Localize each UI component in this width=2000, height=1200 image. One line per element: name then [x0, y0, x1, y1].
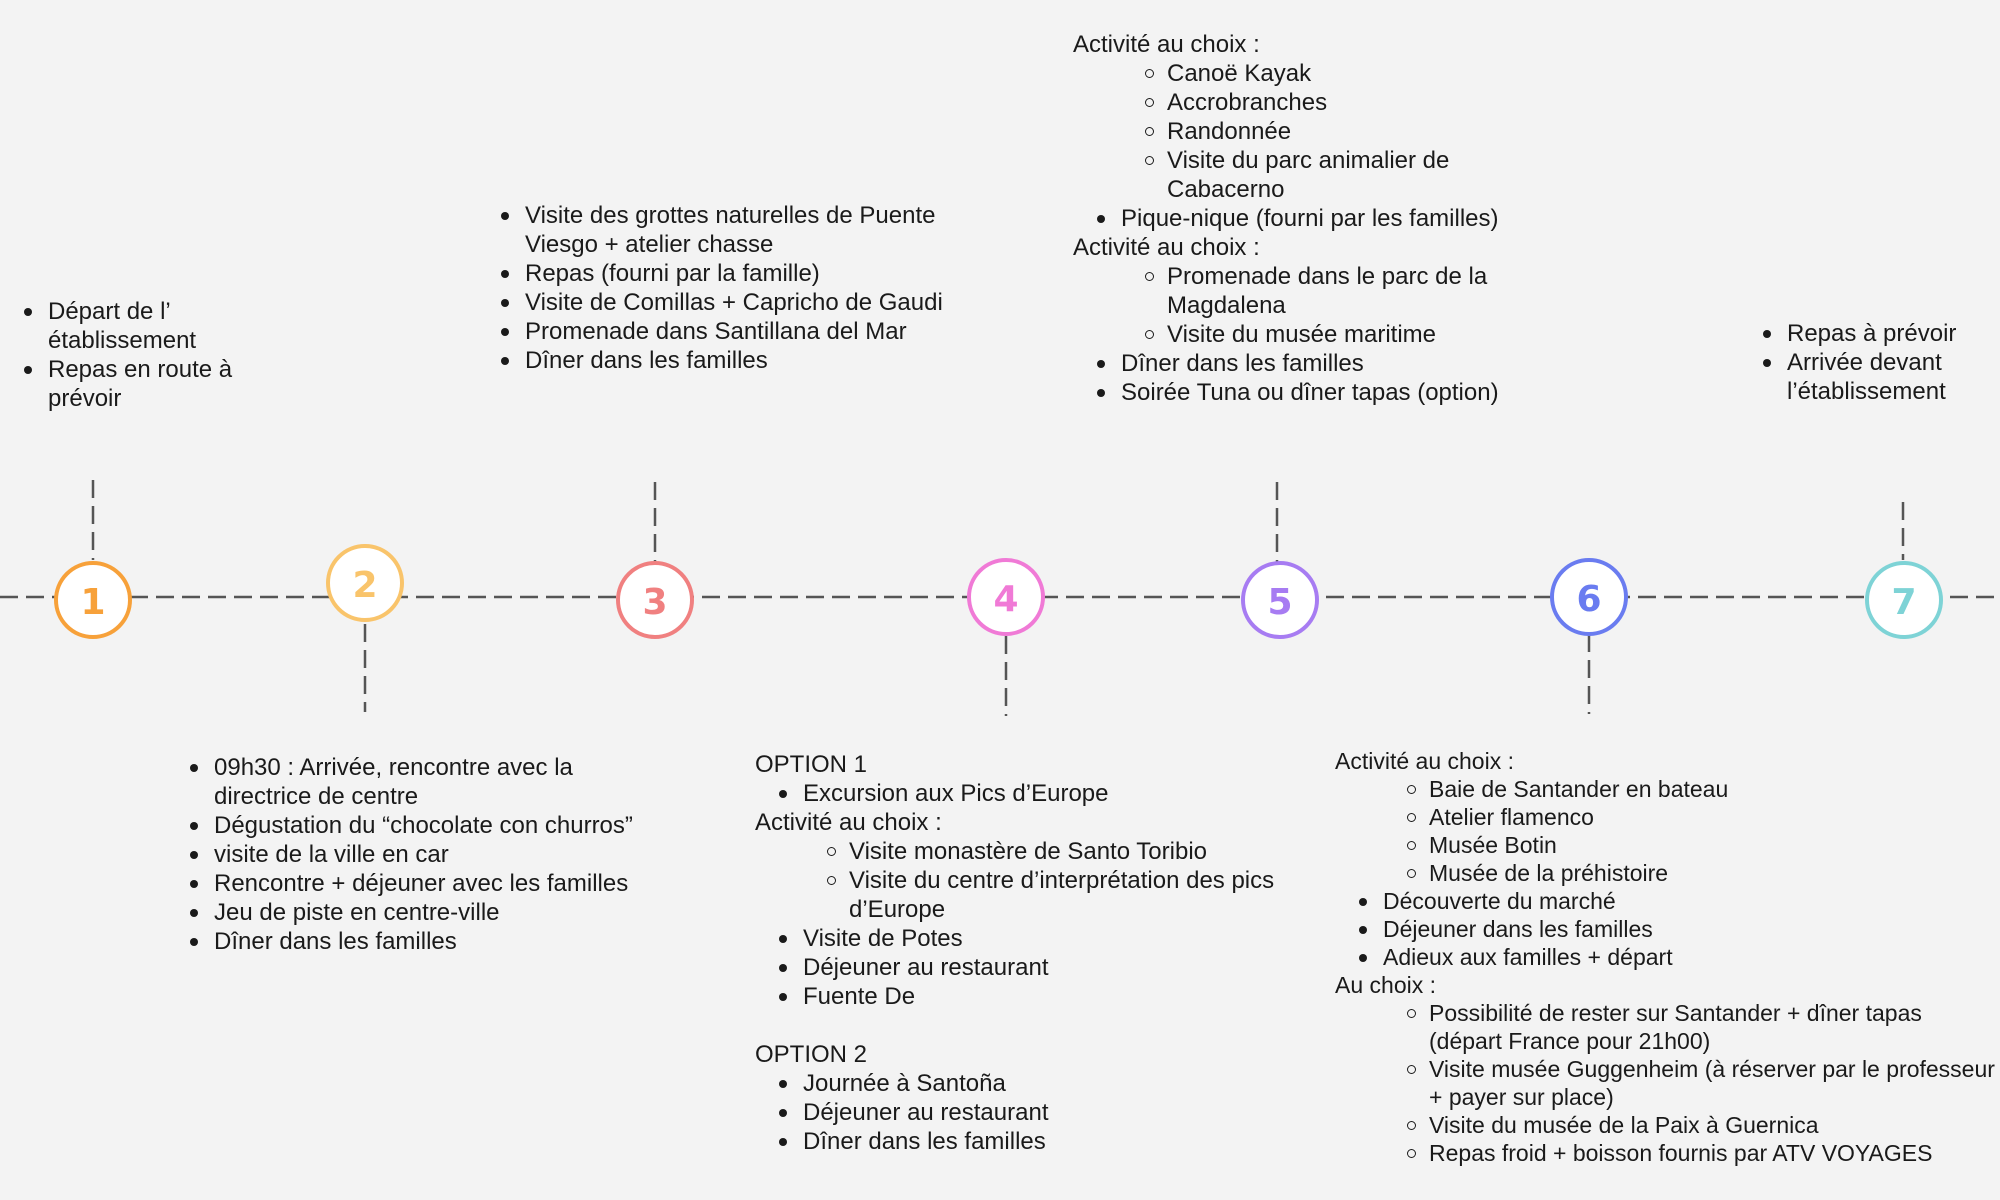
options-list: Possibilité de rester sur Santander + dî…: [1335, 999, 1995, 1167]
day-1-details: Départ de l’ établissement Repas en rout…: [0, 297, 290, 413]
list-item: Repas à prévoir: [1763, 319, 1989, 348]
activity-choice-title: Activité au choix :: [1335, 748, 1514, 774]
list-item: Découverte du marché: [1359, 887, 1995, 915]
option-1-title: OPTION 1: [755, 751, 868, 778]
option-1-list: Excursion aux Pics d’Europe: [755, 779, 1315, 808]
list-item: Départ de l’ établissement: [24, 297, 290, 355]
day-marker-5-number: 5: [1267, 582, 1292, 623]
list-item: Atelier flamenco: [1405, 803, 1995, 831]
day-marker-3: 3: [616, 561, 694, 639]
list-item: Repas froid + boisson fournis par ATV VO…: [1405, 1139, 1995, 1167]
list-item: Repas (fourni par la famille): [501, 259, 947, 288]
list-item: Visite musée Guggenheim (à réserver par …: [1405, 1055, 1995, 1111]
list-item: Visite de Comillas + Capricho de Gaudi: [501, 288, 947, 317]
list-item: Soirée Tuna ou dîner tapas (option): [1097, 378, 1553, 407]
day-marker-1: 1: [54, 561, 132, 639]
day-6-details: Activité au choix : Baie de Santander en…: [1335, 747, 1995, 1167]
list-item: Baie de Santander en bateau: [1405, 775, 1995, 803]
list-item: Adieux aux familles + départ: [1359, 943, 1995, 971]
activity-choice-title: Activité au choix :: [1073, 234, 1260, 261]
list-item: Randonnée: [1143, 117, 1553, 146]
day-5-details: Activité au choix : Canoë Kayak Accrobra…: [1073, 30, 1553, 407]
list-item: Possibilité de rester sur Santander + dî…: [1405, 999, 1995, 1055]
day-7-list: Repas à prévoir Arrivée devant l’établis…: [1739, 319, 1989, 406]
day-marker-7: 7: [1865, 561, 1943, 639]
list-item: Dîner dans les familles: [501, 346, 947, 375]
list-item: Musée de la préhistoire: [1405, 859, 1995, 887]
day-5-more-list: Dîner dans les familles Soirée Tuna ou d…: [1073, 349, 1553, 407]
list-item: Dégustation du “chocolate con churros”: [190, 811, 646, 840]
day-marker-7-number: 7: [1891, 582, 1916, 623]
list-item: 09h30 : Arrivée, rencontre avec la direc…: [190, 753, 646, 811]
list-item: Visite du musée de la Paix à Guernica: [1405, 1111, 1995, 1139]
day-3-list: Visite des grottes naturelles de Puente …: [477, 201, 947, 375]
activity-choice-title: Activité au choix :: [755, 809, 942, 836]
list-item: Promenade dans le parc de la Magdalena: [1143, 262, 1553, 320]
option-2-list: Journée à Santoña Déjeuner au restaurant…: [755, 1069, 1315, 1156]
day-3-details: Visite des grottes naturelles de Puente …: [477, 201, 947, 375]
list-item: Journée à Santoña: [779, 1069, 1315, 1098]
list-item: Dîner dans les familles: [779, 1127, 1315, 1156]
activity-choice-title: Activité au choix :: [1073, 31, 1260, 58]
list-item: Déjeuner au restaurant: [779, 953, 1315, 982]
activity-choice-list: Baie de Santander en bateau Atelier flam…: [1335, 775, 1995, 887]
day-marker-2-number: 2: [352, 565, 377, 606]
list-item: Arrivée devant l’établissement: [1763, 348, 1989, 406]
list-item: Promenade dans Santillana del Mar: [501, 317, 947, 346]
list-item: Déjeuner dans les familles: [1359, 915, 1995, 943]
list-item: Canoë Kayak: [1143, 59, 1553, 88]
list-item: Visite de Potes: [779, 924, 1315, 953]
activity-choice-list: Promenade dans le parc de la Magdalena V…: [1073, 262, 1553, 349]
list-item: Fuente De: [779, 982, 1315, 1011]
day-marker-5: 5: [1241, 561, 1319, 639]
day-marker-5-circle: [1241, 561, 1319, 639]
list-item: Visite du musée maritime: [1143, 320, 1553, 349]
list-item: Dîner dans les familles: [1097, 349, 1553, 378]
day-marker-4-circle: [967, 558, 1045, 636]
list-item: Visite du parc animalier de Cabacerno: [1143, 146, 1553, 204]
day-marker-1-circle: [54, 561, 132, 639]
list-item: Musée Botin: [1405, 831, 1995, 859]
list-item: Visite du centre d’interprétation des pi…: [825, 866, 1315, 924]
day-6-list: Découverte du marché Déjeuner dans les f…: [1335, 887, 1995, 971]
list-item: Rencontre + déjeuner avec les familles: [190, 869, 646, 898]
day-marker-3-circle: [616, 561, 694, 639]
list-item: Visite des grottes naturelles de Puente …: [501, 201, 947, 259]
day-marker-6: 6: [1550, 558, 1628, 636]
list-item: Repas en route à prévoir: [24, 355, 290, 413]
day-5-list: Pique-nique (fourni par les familles): [1073, 204, 1553, 233]
day-marker-2-circle: [326, 544, 404, 622]
day-1-list: Départ de l’ établissement Repas en rout…: [0, 297, 290, 413]
day-7-details: Repas à prévoir Arrivée devant l’établis…: [1739, 319, 1989, 406]
day-marker-4-number: 4: [993, 579, 1018, 620]
day-marker-3-number: 3: [642, 582, 667, 623]
day-marker-7-circle: [1865, 561, 1943, 639]
list-item: Dîner dans les familles: [190, 927, 646, 956]
day-marker-1-number: 1: [80, 582, 105, 623]
day-marker-6-circle: [1550, 558, 1628, 636]
list-item: Accrobranches: [1143, 88, 1553, 117]
list-item: Visite monastère de Santo Toribio: [825, 837, 1315, 866]
activity-choice-list: Visite monastère de Santo Toribio Visite…: [755, 837, 1315, 924]
day-marker-2: 2: [326, 544, 404, 622]
day-4-details: OPTION 1 Excursion aux Pics d’Europe Act…: [755, 750, 1315, 1156]
list-item: visite de la ville en car: [190, 840, 646, 869]
options-title: Au choix :: [1335, 972, 1436, 998]
list-item: Jeu de piste en centre-ville: [190, 898, 646, 927]
list-item: Pique-nique (fourni par les familles): [1097, 204, 1553, 233]
day-marker-4: 4: [967, 558, 1045, 636]
list-item: Excursion aux Pics d’Europe: [779, 779, 1315, 808]
day-2-list: 09h30 : Arrivée, rencontre avec la direc…: [166, 753, 646, 956]
day-marker-6-number: 6: [1576, 579, 1601, 620]
activity-choice-list: Canoë Kayak Accrobranches Randonnée Visi…: [1073, 59, 1553, 204]
list-item: Déjeuner au restaurant: [779, 1098, 1315, 1127]
day-2-details: 09h30 : Arrivée, rencontre avec la direc…: [166, 753, 646, 956]
option-2-title: OPTION 2: [755, 1041, 868, 1068]
option-1-more-list: Visite de Potes Déjeuner au restaurant F…: [755, 924, 1315, 1011]
